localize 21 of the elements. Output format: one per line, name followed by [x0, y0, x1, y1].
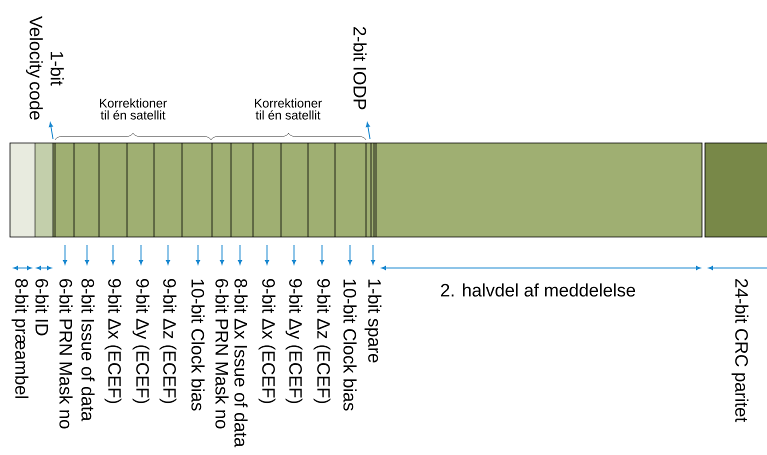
- field-label: 8-bit præambel: [12, 278, 28, 398]
- field-label: 1-bit spare: [364, 280, 382, 362]
- field-label: 8-bit Δx Issue of data: [234, 278, 248, 448]
- field-label: 9-bit Δx (ECEF): [104, 279, 122, 404]
- field-label: 8-bit Issue of data: [81, 278, 95, 422]
- brace-label: Korrektioner til én satellit: [100, 98, 167, 120]
- field-label: 10-bit Clock bias: [343, 280, 357, 411]
- field-label: 24-bit CRC paritet: [732, 279, 748, 422]
- field-label: 9-bit Δy (ECEF): [132, 279, 150, 404]
- field-label: 9-bit Δz (ECEF): [314, 279, 330, 404]
- brace-label: Korrektioner til én satellit: [255, 98, 322, 120]
- field-label: 2-bit IODP: [353, 27, 367, 110]
- field-label: 6-bit ID: [35, 279, 49, 336]
- field-label: 9-bit Δz (ECEF): [160, 279, 176, 404]
- field-label: 10-bit Clock bias: [191, 280, 205, 411]
- field-label: 6-bit PRN Mask no: [215, 279, 229, 428]
- span-label: 2. halvdel af meddelelse: [441, 283, 636, 297]
- field-label: 9-bit Δy (ECEF): [286, 279, 302, 404]
- field-label: 9-bit Δx (ECEF): [258, 279, 276, 404]
- field-label: 6-bit PRN Mask no: [59, 279, 73, 428]
- field-label: 1-bit Velocity code: [26, 16, 64, 120]
